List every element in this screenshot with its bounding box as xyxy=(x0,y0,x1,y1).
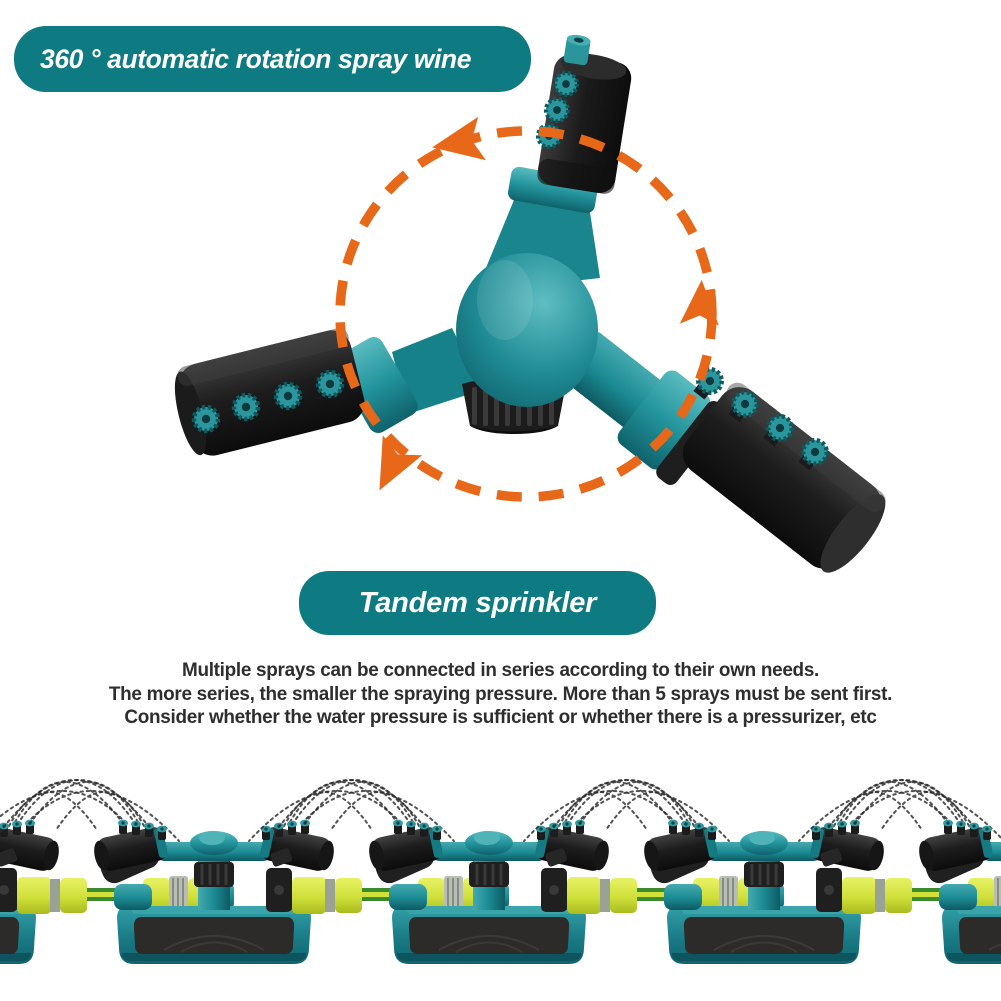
nozzle xyxy=(563,34,591,66)
description-line: Consider whether the water pressure is s… xyxy=(124,706,877,728)
rotation-arrow-icon xyxy=(335,116,722,502)
description-line: Multiple sprays can be connected in seri… xyxy=(181,659,820,681)
product-name-label: Tandem sprinkler xyxy=(358,586,597,619)
product-photo xyxy=(174,34,886,573)
product-arm-right xyxy=(561,331,886,573)
title-banner-label: 360 ° automatic rotation spray wine xyxy=(40,43,472,74)
product-arm-left xyxy=(174,328,482,456)
description-text: Multiple sprays can be connected in seri… xyxy=(0,659,1001,730)
title-banner: 360 ° automatic rotation spray wine xyxy=(14,26,531,92)
sprinkler-series-row xyxy=(0,780,1001,964)
description-line: The more series, the smaller the sprayin… xyxy=(108,682,893,705)
product-name-badge: Tandem sprinkler xyxy=(299,571,656,635)
product-hub xyxy=(456,253,598,407)
